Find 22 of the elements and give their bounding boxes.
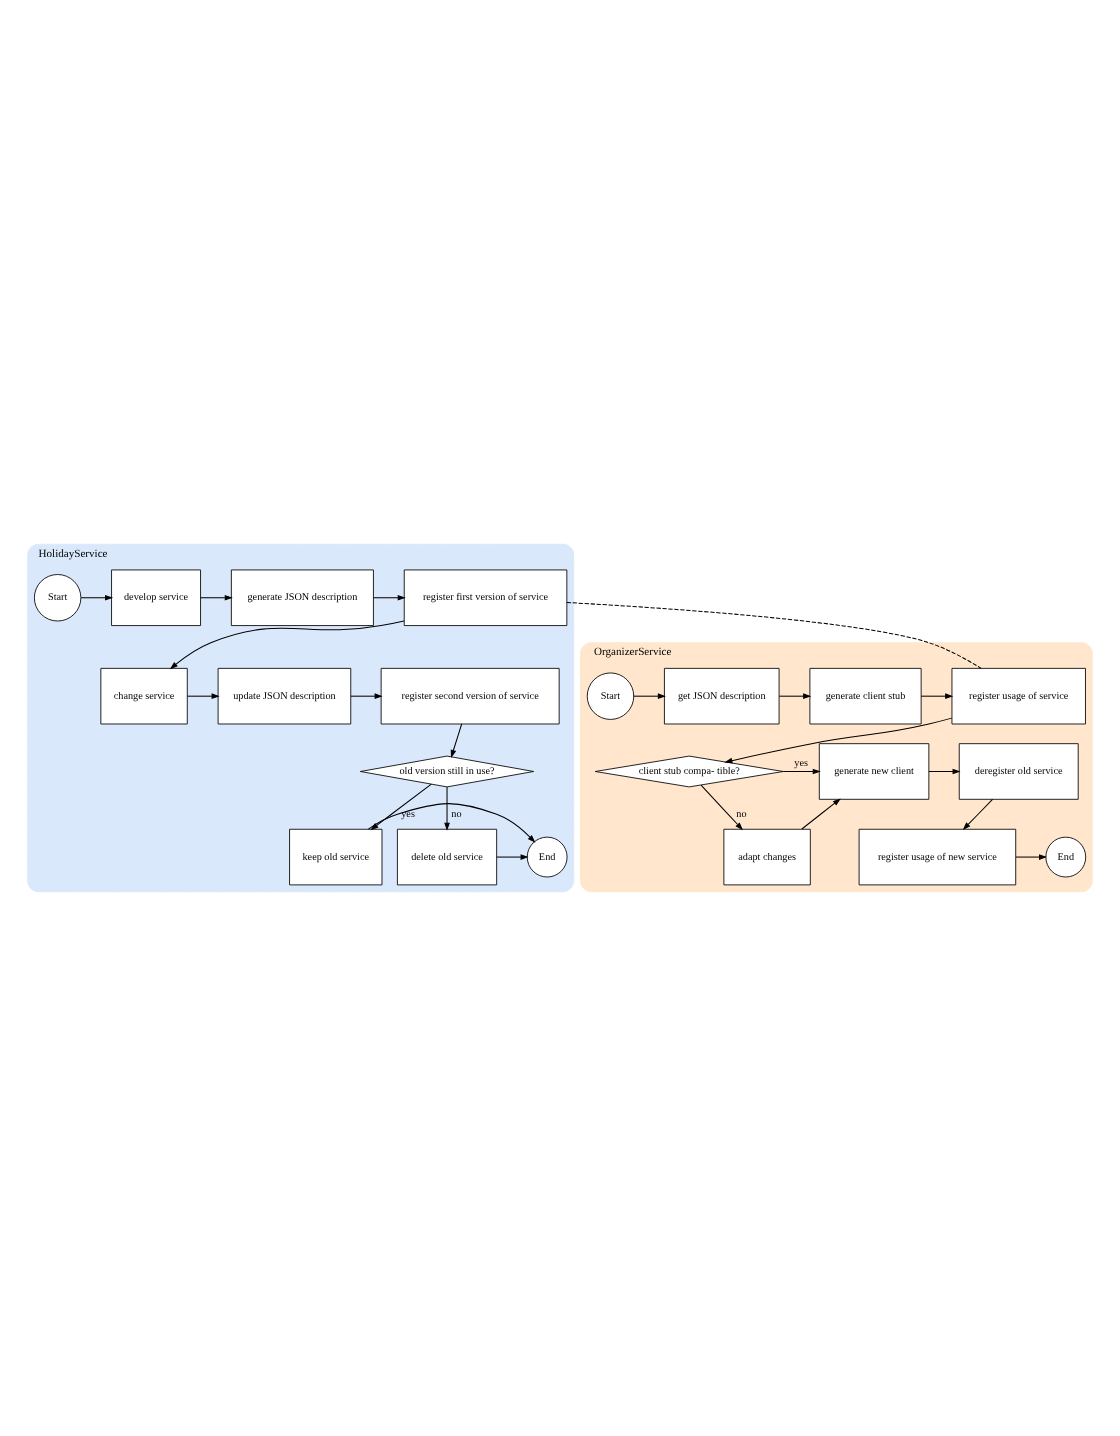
arrow: [1015, 854, 1048, 860]
arrow: [373, 594, 406, 601]
arrow: [724, 717, 953, 764]
arrow: [633, 693, 666, 699]
arrow: [778, 693, 812, 699]
arrow: [496, 854, 529, 860]
arrow: [920, 693, 954, 699]
arrow: [928, 768, 961, 775]
arrow: [700, 784, 743, 831]
arrow: [350, 693, 383, 699]
arrow: [444, 786, 450, 831]
arrow: [801, 798, 841, 830]
arrow: [367, 803, 536, 843]
arrow: [782, 768, 821, 775]
arrow: [450, 723, 463, 758]
arrow: [370, 783, 432, 831]
arrow: [186, 693, 220, 699]
connector: [566, 602, 982, 669]
arrow: [169, 620, 405, 670]
arrow: [200, 594, 233, 601]
arrow: [962, 798, 994, 831]
arrow: [80, 594, 114, 601]
